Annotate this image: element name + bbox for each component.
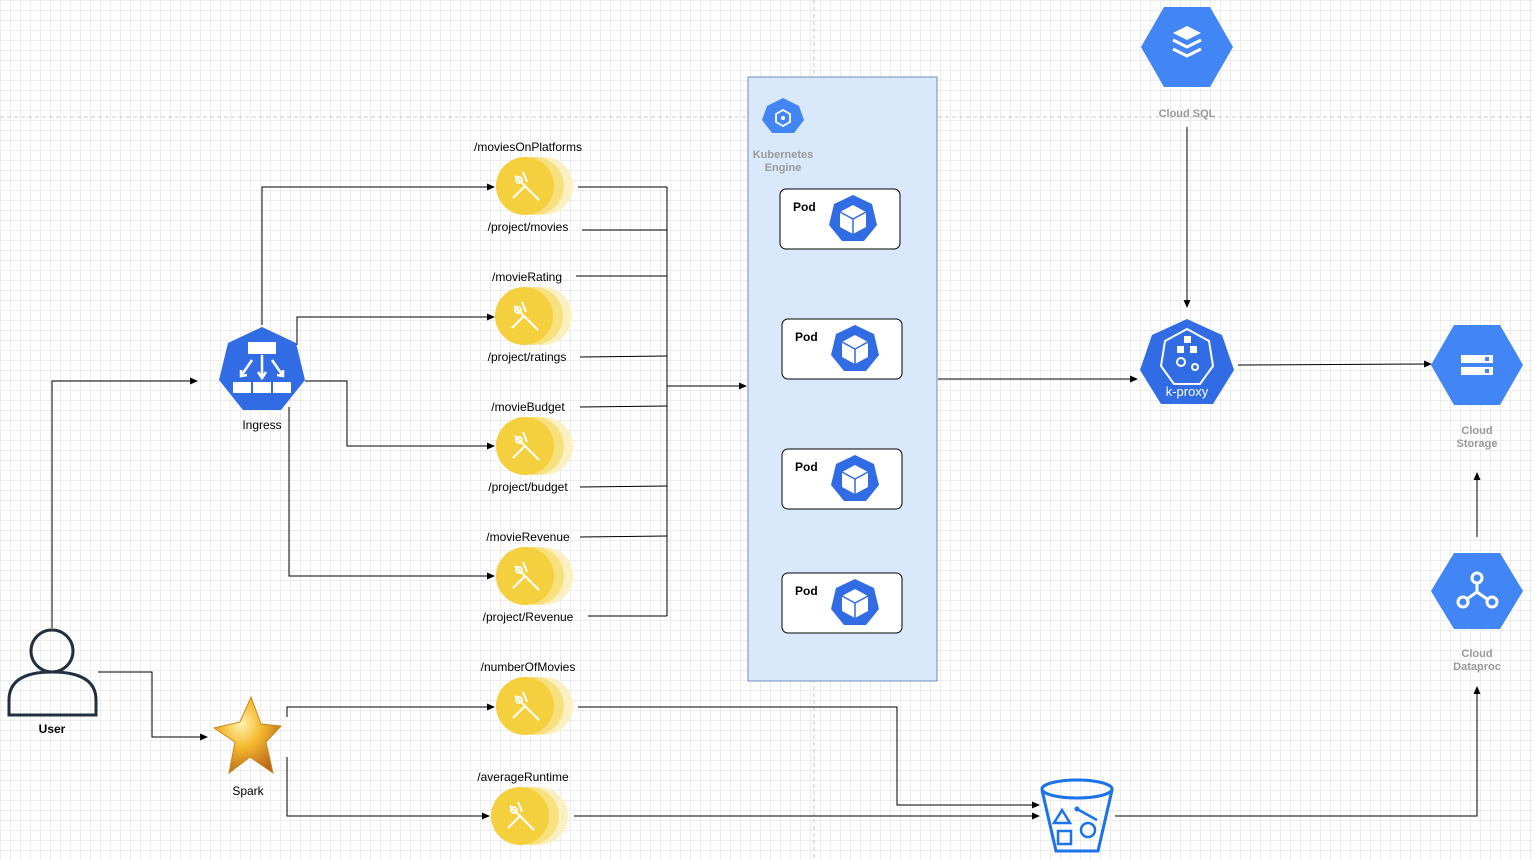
spark-label: Spark [232,784,264,798]
cloud-function-icon [496,157,573,215]
edge-bus [579,405,668,408]
pod-node[interactable]: Pod [781,318,903,380]
kubernetes-engine-label-line2: Engine [765,162,802,174]
edge-bus [579,535,668,538]
ingress-icon [219,327,305,410]
k-proxy-icon [1140,319,1234,404]
cloud-storage-label-line2: Storage [1457,438,1498,450]
cloud-function-node[interactable]: /movieRevenue/project/Revenue [483,530,574,624]
pod-label: Pod [795,460,818,474]
edge-bucket-dataproc [1115,686,1481,817]
cloud-function-label: /movieBudget [491,400,565,414]
k-proxy-label: k-proxy [1166,384,1209,399]
edge-user-ingress [51,377,198,628]
ingress-node[interactable]: Ingress [219,327,305,432]
spark-node[interactable]: Spark [212,695,283,798]
kubernetes-engine-node[interactable]: Kubernetes Engine [753,98,814,174]
edge-spark-average-runtime [286,757,490,820]
cloud-sql-node[interactable]: Cloud SQL [1141,7,1233,120]
edge-ingress-movie-revenue [288,407,495,580]
edge-bus [579,355,668,358]
storage-bucket-icon [1040,778,1114,853]
edge-kproxy-storage [1237,360,1432,368]
pod-cube-icon [831,455,879,501]
edge-bus [579,485,668,488]
cloud-function-label: /movieRevenue [486,530,570,544]
cloud-function-icon [495,287,572,345]
ingress-label: Ingress [242,418,281,432]
cloud-function-label: /moviesOnPlatforms [474,140,582,154]
cloud-function-icon [496,677,573,735]
pod-label: Pod [795,330,818,344]
storage-bucket-node[interactable] [1040,778,1114,853]
cloud-function-icon [496,547,573,605]
cloud-sql-label: Cloud SQL [1159,108,1216,120]
pod-label: Pod [793,200,816,214]
cloud-function-icon [496,417,573,475]
cloud-function-path-label: /project/ratings [488,350,567,364]
cloud-function-path-label: /project/movies [488,220,569,234]
pod-cube-icon [829,195,877,241]
edge-spark-number-of-movies [286,703,495,717]
pod-node[interactable]: Pod [781,448,903,510]
cloud-sql-icon [1141,7,1233,87]
cloud-storage-icon [1431,325,1523,405]
cloud-dataproc-icon [1431,553,1523,629]
pod-cube-icon [831,325,879,371]
cloud-dataproc-node[interactable]: Cloud Dataproc [1431,553,1523,673]
user-node[interactable]: User [7,628,98,736]
cloud-function-node[interactable]: /numberOfMovies [481,660,576,735]
user-label: User [39,722,66,736]
cloud-storage-node[interactable]: Cloud Storage [1431,325,1523,450]
edge-ingress-movies-on-platforms [261,183,495,325]
cloud-dataproc-label-line1: Cloud [1461,648,1492,660]
pod-node[interactable]: Pod [781,572,903,634]
kubernetes-engine-label-line1: Kubernetes [753,149,814,161]
cloud-storage-label-line1: Cloud [1461,425,1492,437]
cloud-function-path-label: /project/budget [488,480,568,494]
cloud-dataproc-label-line2: Dataproc [1453,661,1501,673]
cloud-function-label: /numberOfMovies [481,660,576,674]
cloud-function-node[interactable]: /movieBudget/project/budget [488,400,573,494]
spark-star-icon [212,695,283,775]
cloud-function-node[interactable]: /movieRating/project/ratings [488,270,572,364]
pod-node[interactable]: Pod [779,188,901,250]
cloud-function-label: /movieRating [492,270,562,284]
pod-label: Pod [795,584,818,598]
kubernetes-engine-icon [762,98,804,133]
cloud-function-icon [491,787,568,845]
cloud-function-node[interactable]: /moviesOnPlatforms/project/movies [474,140,582,234]
edge-number-of-movies-bucket [578,706,1040,809]
connectors [51,127,1481,820]
edge-ingress-movie-budget [305,380,495,450]
edge-user-spark [98,671,208,741]
edge-ingress-movie-rating [296,313,495,345]
cloud-functions: /moviesOnPlatforms/project/movies/movieR… [474,140,582,845]
cloud-function-path-label: /project/Revenue [483,610,574,624]
cloud-function-node[interactable]: /averageRuntime [477,770,569,845]
k-proxy-node[interactable]: k-proxy [1140,319,1234,404]
cloud-function-label: /averageRuntime [477,770,569,784]
pod-cube-icon [831,579,879,625]
user-icon [7,628,98,717]
